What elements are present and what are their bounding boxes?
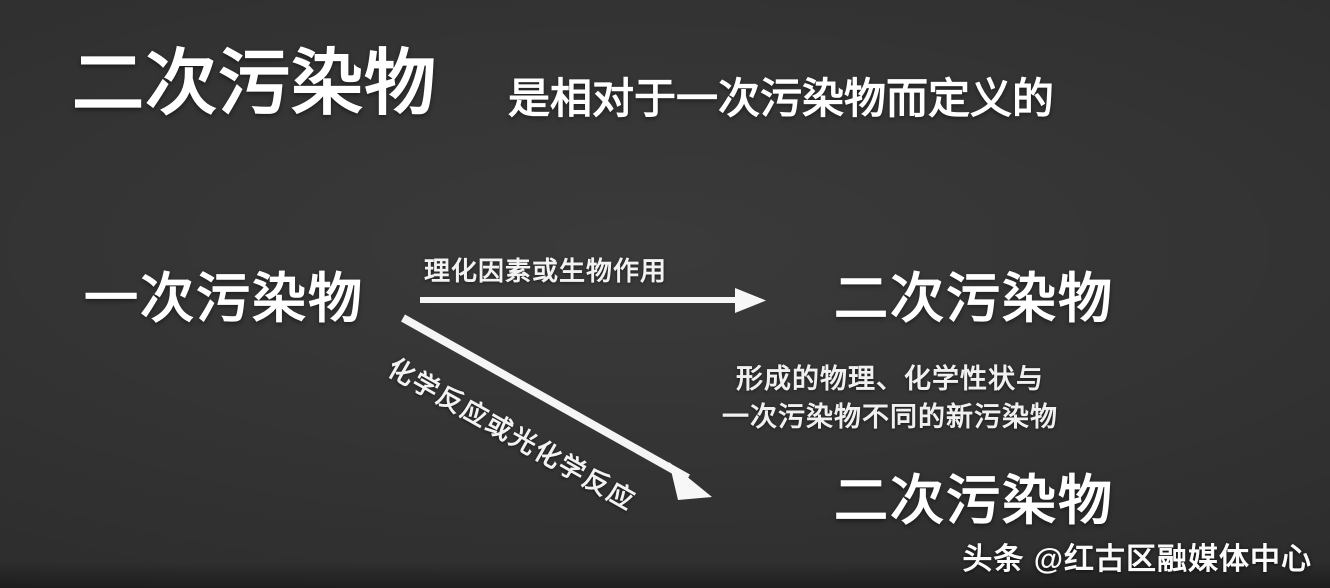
node-primary-pollutant: 一次污染物 [84,269,364,329]
description-line-1: 形成的物理、化学性状与 [736,364,1044,394]
horizontal-arrow [420,288,766,313]
diagonal-arrow [401,314,712,500]
description-line-2: 一次污染物不同的新污染物 [722,402,1058,433]
watermark: 头条 @红古区融媒体中心 [962,543,1312,576]
description-block: 形成的物理、化学性状与 一次污染物不同的新污染物 [690,360,1090,437]
arrow-label-physicochemical: 理化因素或生物作用 [424,256,668,286]
page-title: 二次污染物 [72,44,438,124]
page-subtitle: 是相对于一次污染物而定义的 [508,75,1055,122]
node-secondary-pollutant-bottom: 二次污染物 [834,471,1114,531]
node-secondary-pollutant-top: 二次污染物 [834,269,1114,329]
